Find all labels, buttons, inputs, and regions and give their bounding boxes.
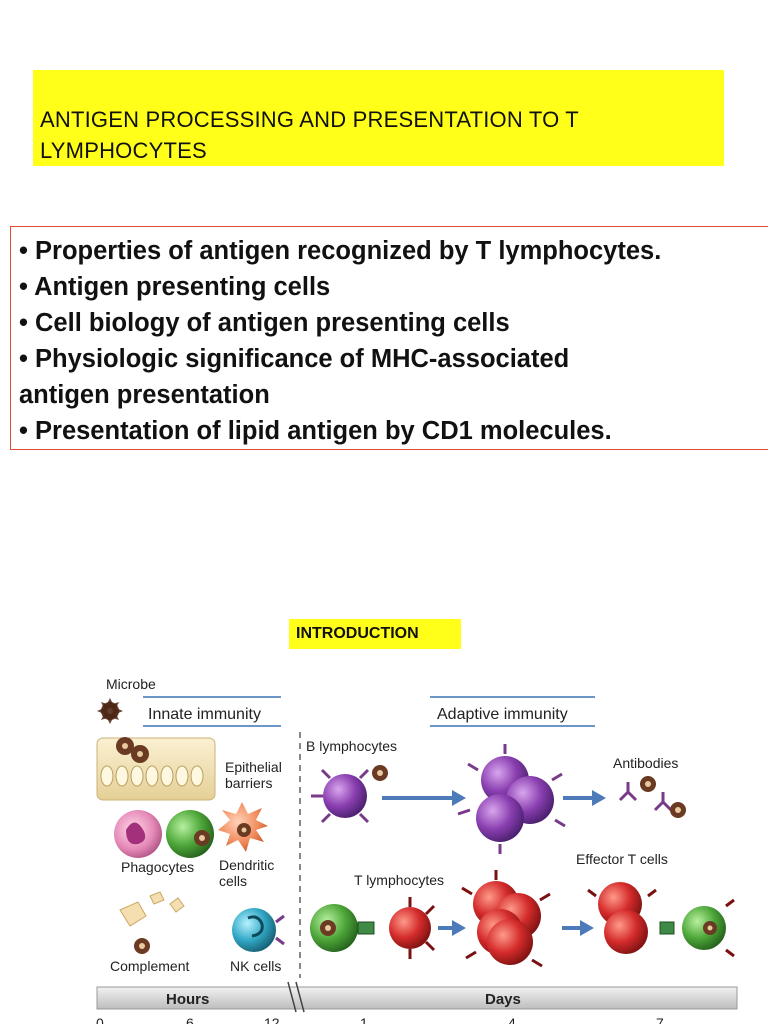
tick-label: 1 [360,1015,368,1024]
adaptive-immunity-label: Adaptive immunity [437,706,568,723]
dendritic-cells-label: cells [219,873,247,889]
topic-item: • Cell biology of antigen presenting cel… [19,309,510,337]
antibodies-label: Antibodies [613,755,678,771]
nk-cell-icon [232,908,285,952]
complement-label: Complement [110,958,189,974]
hours-label: Hours [166,991,209,1008]
days-label: Days [485,991,521,1008]
topic-item: • Physiologic significance of MHC-associ… [19,345,570,373]
microbe-icon [97,698,123,724]
arrow-icon [562,920,594,936]
t-lymphocytes-label: T lymphocytes [354,872,444,888]
arrow-icon [382,790,466,806]
topic-item: • Presentation of lipid antigen by CD1 m… [19,417,612,445]
tick-label: 4 [508,1015,516,1024]
introduction-banner: INTRODUCTION [289,619,461,649]
timeline-bar [96,986,738,1010]
tick-label: 7 [656,1015,664,1024]
arrow-icon [563,790,606,806]
arrow-icon [438,920,466,936]
microbe-label: Microbe [106,676,156,692]
b-lymphocytes-label: B lymphocytes [306,738,397,754]
b-lymphocyte-icon [311,765,388,824]
introduction-label: INTRODUCTION [296,625,419,642]
b-cell-cluster-icon [457,744,566,854]
antibodies-icon [618,776,686,818]
nk-cells-label: NK cells [230,958,281,974]
epithelial-barrier-icon [96,737,216,801]
title-banner: ANTIGEN PROCESSING AND PRESENTATION TO T… [33,70,724,166]
topic-item-continuation: antigen presentation [19,381,270,409]
dendritic-label: Dendritic [219,857,274,873]
phagocytes-icon [114,810,214,858]
barriers-label: barriers [225,775,272,791]
topic-item: • Properties of antigen recognized by T … [19,237,662,265]
epithelial-label: Epithelial [225,759,282,775]
tick-label: 12 [264,1015,280,1024]
tick-label: 0 [96,1015,104,1024]
antigen-presenting-cell-icon [310,904,375,952]
immunity-timeline-figure: Microbe Innate immunity Adaptive immunit… [96,676,738,1024]
topics-list: • Properties of antigen recognized by T … [19,233,661,449]
tick-label: 6 [186,1015,194,1024]
complement-icon [119,891,185,954]
topics-box: • Properties of antigen recognized by T … [10,226,768,450]
innate-immunity-label: Innate immunity [148,706,261,723]
t-lymphocyte-icon [389,897,436,959]
phagocytes-label: Phagocytes [121,859,194,875]
effector-t-cell-icon [587,882,735,958]
page-title: ANTIGEN PROCESSING AND PRESENTATION TO T… [40,107,579,163]
topic-item: • Antigen presenting cells [19,273,331,301]
effector-t-cells-label: Effector T cells [576,851,668,867]
t-cell-cluster-icon [461,870,551,968]
dendritic-cell-icon [218,802,268,852]
